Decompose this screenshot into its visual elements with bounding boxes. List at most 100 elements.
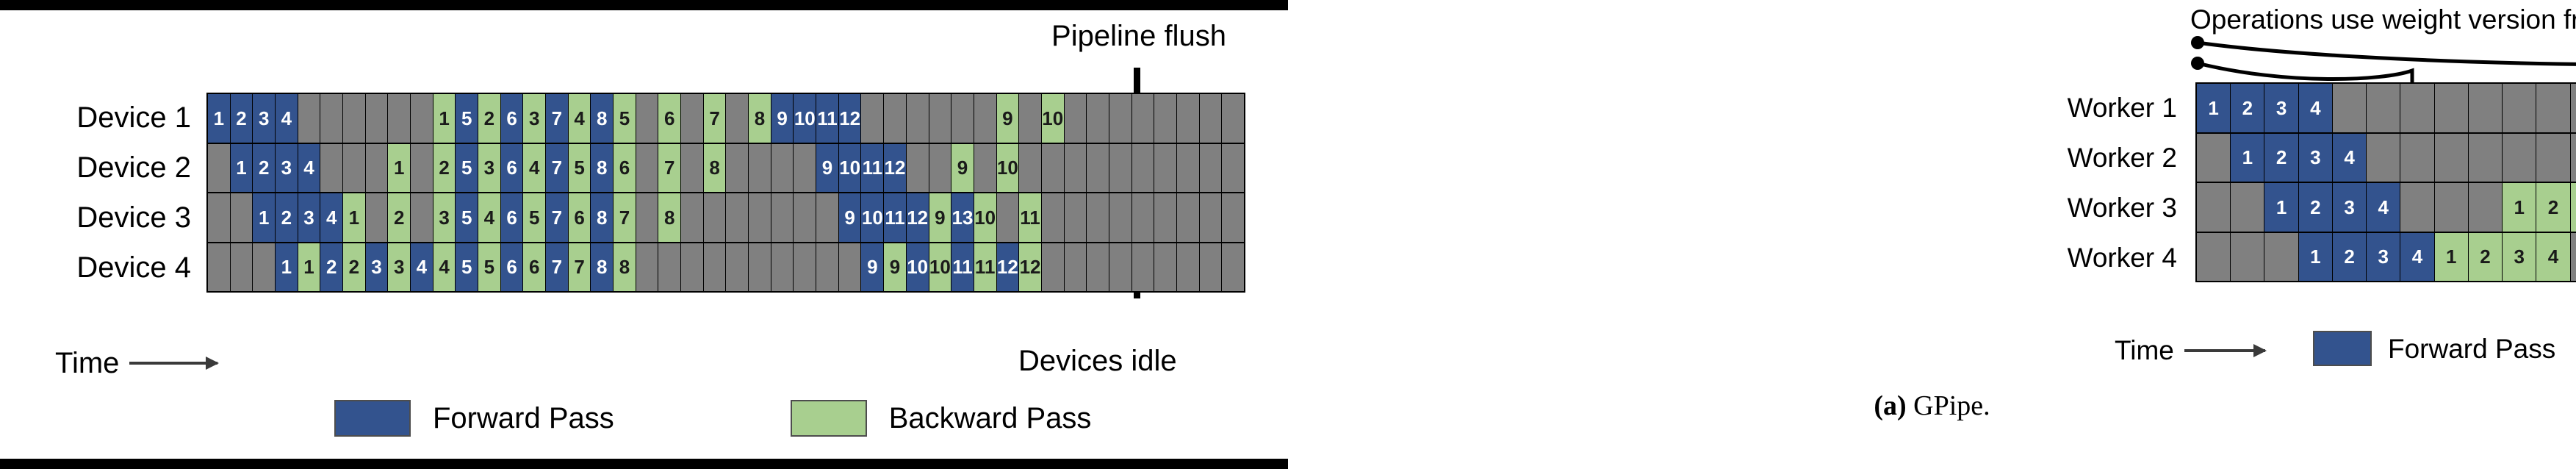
idle-cell: [1132, 94, 1155, 143]
idle-cell: [1064, 143, 1087, 192]
idle-cell: [838, 243, 862, 291]
forward-cell: 11: [884, 193, 907, 242]
row-label-2: Device 2: [76, 151, 191, 184]
idle-cell: [771, 243, 794, 291]
idle-cell: [1176, 94, 1200, 143]
forward-cell: 4: [2367, 183, 2401, 232]
left-time-axis: Time: [55, 348, 218, 378]
idle-cell: [2468, 183, 2503, 232]
idle-cell: [1154, 243, 1177, 291]
idle-cell: [1019, 143, 1042, 192]
idle-cell: [2468, 84, 2503, 132]
legend-label-forward: Forward Pass: [2388, 333, 2556, 364]
idle-cell: [2434, 133, 2469, 182]
idle-cell: [794, 243, 817, 291]
right-time-axis: Time: [2115, 337, 2265, 364]
backward-cell: 1: [2434, 232, 2469, 281]
idle-cell: [636, 143, 659, 192]
backward-cell: 3: [433, 193, 456, 242]
forward-cell: 6: [500, 94, 524, 143]
idle-cell: [1199, 193, 1223, 242]
forward-cell: 9: [838, 193, 862, 242]
idle-cell: [636, 243, 659, 291]
forward-cell: 4: [2400, 232, 2435, 281]
idle-cell: [1109, 193, 1132, 242]
forward-cell: 1: [2298, 232, 2333, 281]
idle-cell: [1222, 94, 1244, 143]
idle-cell: [365, 193, 389, 242]
left-pipeline-flush-label: Pipeline flush: [1051, 20, 1226, 52]
forward-cell: 4: [2298, 84, 2333, 132]
forward-cell: 1: [253, 193, 276, 242]
backward-cell: 2: [388, 193, 411, 242]
forward-cell: 10: [838, 143, 862, 192]
idle-cell: [794, 143, 817, 192]
backward-cell: 7: [658, 143, 682, 192]
forward-cell: 2: [2231, 84, 2265, 132]
idle-cell: [929, 143, 952, 192]
forward-cell: 9: [816, 143, 839, 192]
devices-idle-label: Devices idle: [1018, 345, 1177, 377]
forward-cell: 4: [298, 143, 321, 192]
row-label-2: Worker 2: [2067, 142, 2177, 173]
forward-cell: 8: [591, 143, 614, 192]
idle-cell: [726, 94, 749, 143]
forward-cell: 1: [276, 243, 298, 291]
backward-cell: 3: [388, 243, 411, 291]
idle-cell: [749, 193, 771, 242]
idle-cell: [906, 94, 929, 143]
forward-cell: 5: [456, 243, 479, 291]
forward-cell: 12: [996, 243, 1020, 291]
idle-cell: [703, 193, 727, 242]
idle-cell: [681, 143, 704, 192]
idle-cell: [974, 94, 997, 143]
forward-cell: 10: [861, 193, 885, 242]
forward-cell: 11: [951, 243, 974, 291]
row-label-4: Device 4: [76, 251, 191, 284]
idle-cell: [1132, 243, 1155, 291]
forward-cell: 2: [2332, 232, 2367, 281]
forward-cell: 11: [861, 143, 885, 192]
idle-cell: [2434, 183, 2469, 232]
forward-cell: 3: [253, 94, 276, 143]
left-time-arrow-icon: [129, 362, 218, 365]
figure-caption: (a) GPipe.: [1288, 390, 2576, 422]
legend-swatch-forward: [2313, 331, 2372, 366]
backward-cell: 8: [658, 193, 682, 242]
forward-cell: 4: [320, 193, 344, 242]
forward-cell: 5: [456, 94, 479, 143]
caption-text: GPipe.: [1913, 390, 1990, 421]
caption-prefix: (a): [1874, 390, 1907, 421]
backward-cell: 4: [478, 193, 501, 242]
forward-cell: 7: [546, 243, 569, 291]
row-label-1: Device 1: [76, 101, 191, 134]
backward-cell: 1: [388, 143, 411, 192]
backward-cell: 5: [478, 243, 501, 291]
forward-cell: 9: [771, 94, 794, 143]
backward-cell: 11: [974, 243, 997, 291]
forward-cell: 1: [208, 94, 231, 143]
forward-cell: 12: [884, 143, 907, 192]
forward-cell: 7: [546, 94, 569, 143]
idle-cell: [1222, 193, 1244, 242]
idle-cell: [1087, 143, 1109, 192]
forward-cell: 6: [500, 143, 524, 192]
forward-cell: 9: [861, 243, 885, 291]
idle-cell: [1064, 193, 1087, 242]
backward-cell: 9: [996, 94, 1020, 143]
idle-cell: [1176, 193, 1200, 242]
backward-cell: 10: [1041, 94, 1065, 143]
idle-cell: [1087, 193, 1109, 242]
idle-cell: [861, 94, 885, 143]
idle-cell: [411, 193, 433, 242]
legend-item-forward: Forward Pass: [2313, 331, 2555, 366]
idle-cell: [2231, 183, 2265, 232]
idle-cell: [2400, 183, 2435, 232]
idle-cell: [1176, 243, 1200, 291]
legend-item-forward: Forward Pass: [334, 400, 614, 437]
idle-cell: [2231, 232, 2265, 281]
